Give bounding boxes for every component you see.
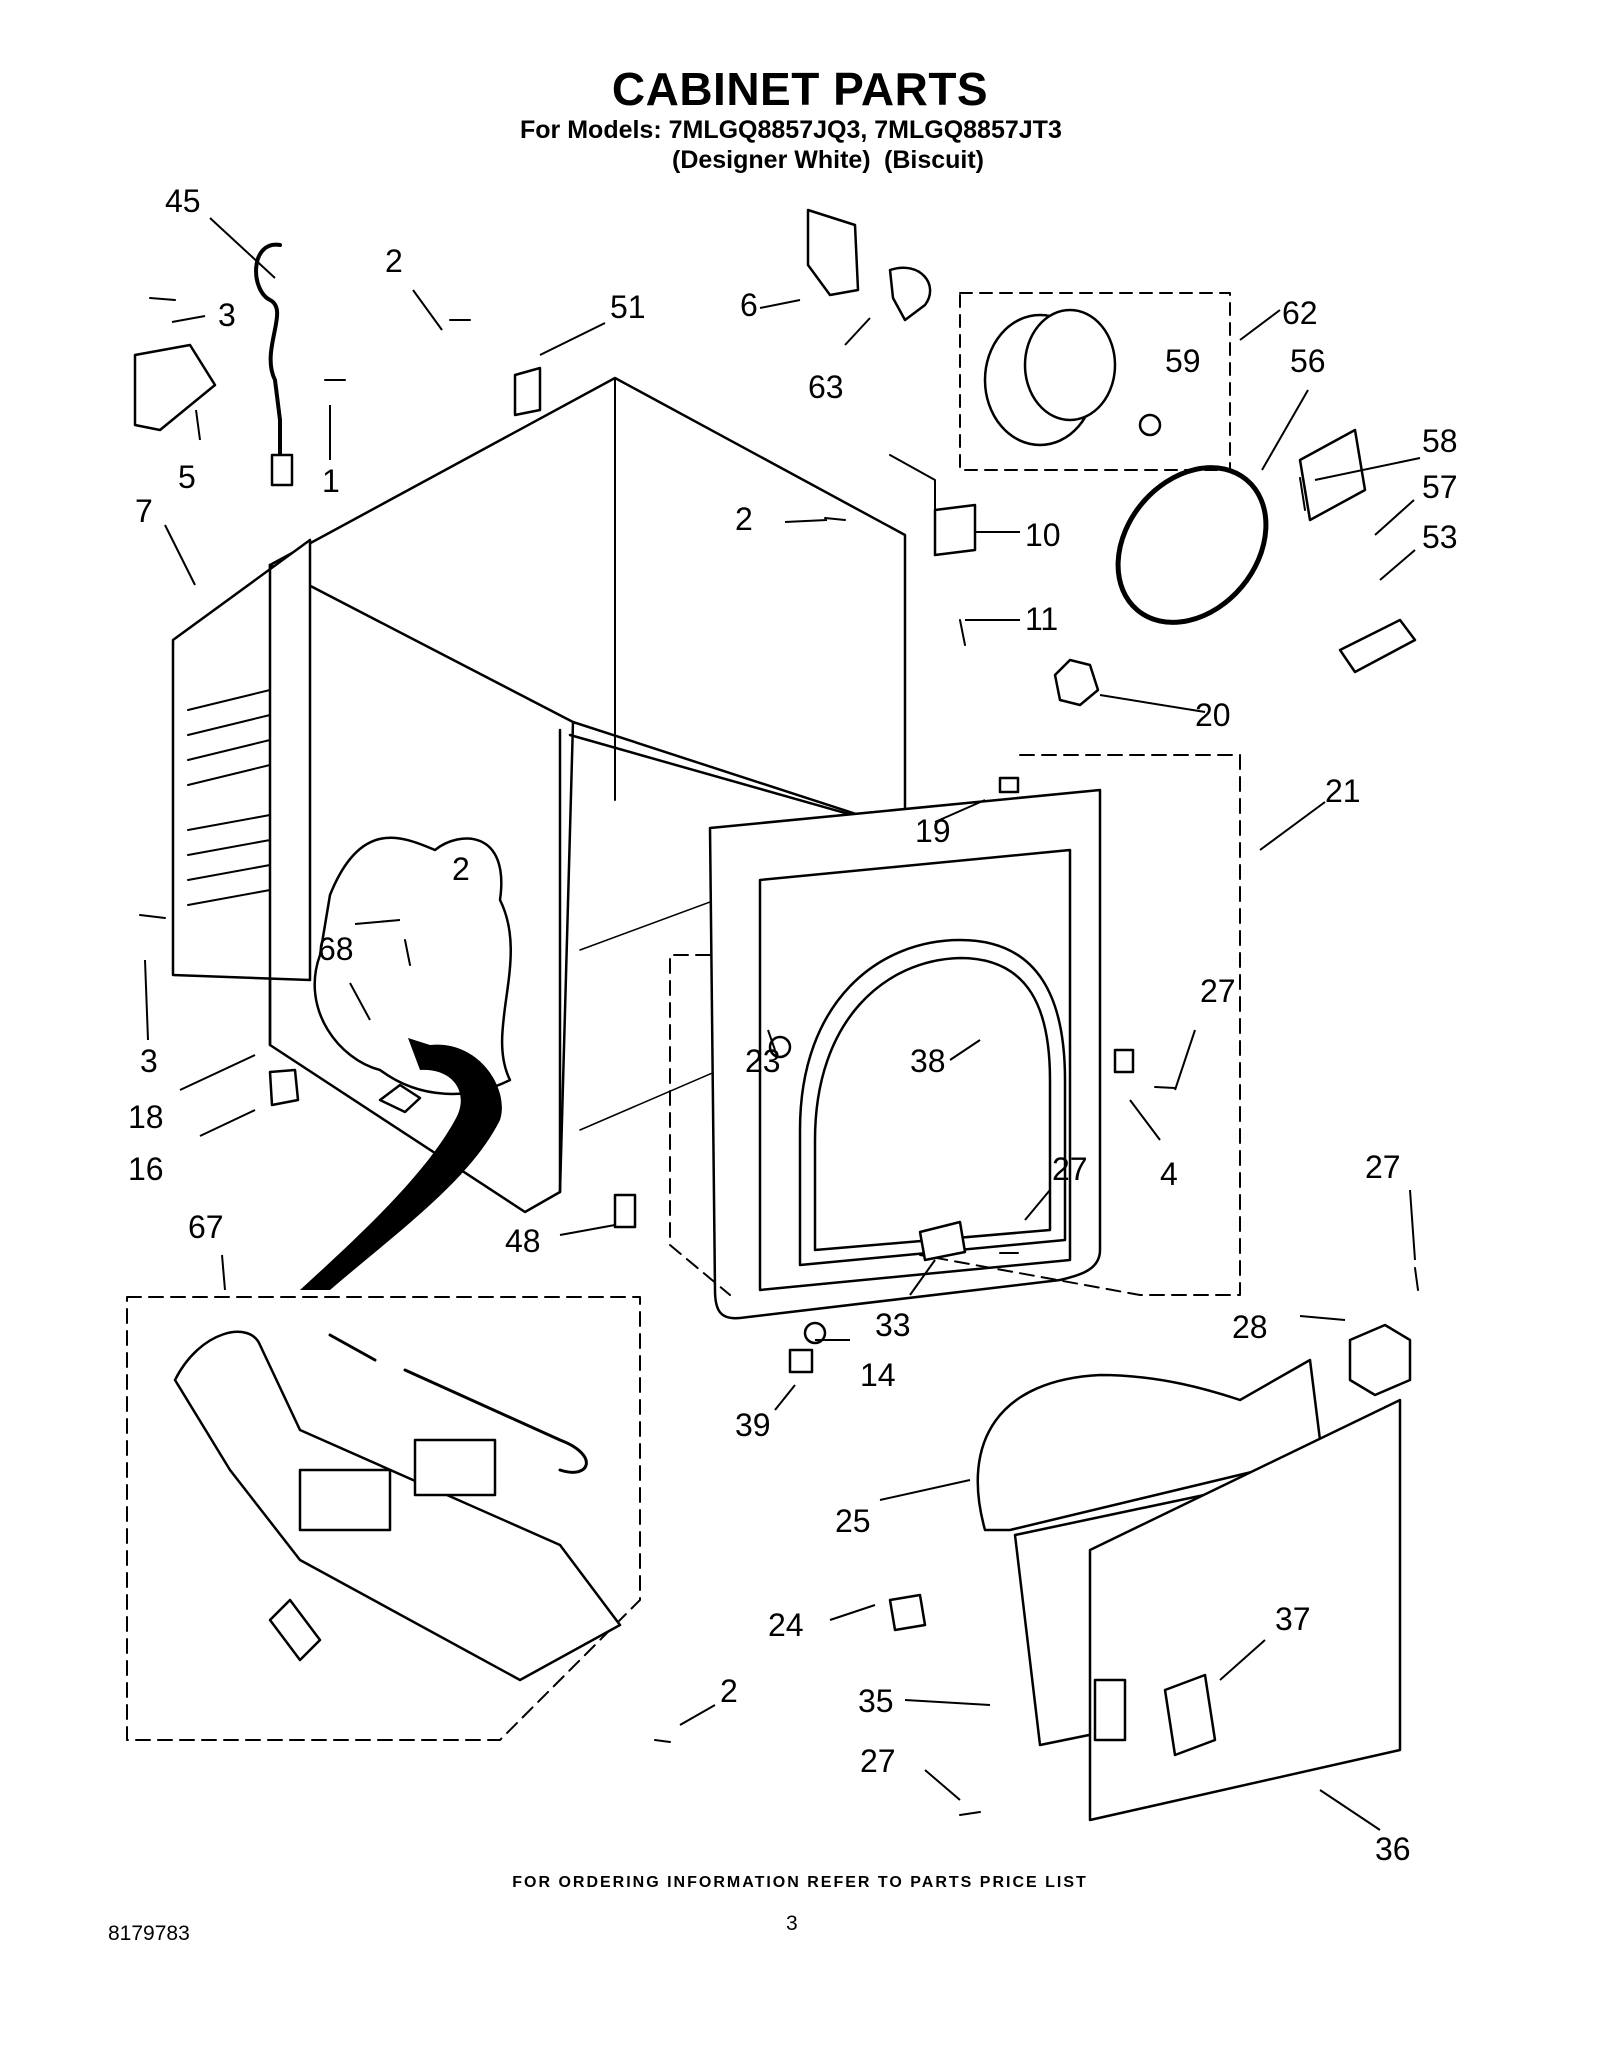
callout-4: 4	[1160, 1156, 1178, 1192]
callout-7: 7	[135, 493, 153, 529]
callout-2: 2	[735, 501, 753, 537]
clip-39	[788, 1348, 814, 1374]
bracket-57	[1298, 428, 1367, 522]
callout-10: 10	[1025, 517, 1061, 553]
burner-dashed-box	[126, 1296, 641, 1741]
assembly-arrow	[300, 1038, 502, 1290]
callout-59: 59	[1165, 343, 1201, 379]
front-panel	[708, 788, 1102, 1320]
callout-33: 33	[875, 1307, 911, 1343]
bracket-6	[806, 208, 860, 297]
callout-45: 45	[165, 183, 201, 219]
callout-53: 53	[1422, 519, 1458, 555]
callout-28: 28	[1232, 1309, 1268, 1345]
door-assembly	[976, 1358, 1402, 1822]
callout-21: 21	[1325, 773, 1361, 809]
callout-2: 2	[452, 851, 470, 887]
screws	[139, 297, 1419, 1816]
callout-48: 48	[505, 1223, 541, 1259]
clip-53	[1338, 618, 1417, 674]
front-panel-dashed-outline	[669, 754, 1241, 1296]
callout-labels: 45 3 2 51 5 1 7 6 63 62 59 56 58 57 53 2…	[128, 183, 1458, 1867]
clip-19	[998, 776, 1020, 794]
callout-25: 25	[835, 1503, 871, 1539]
ordering-note: FOR ORDERING INFORMATION REFER TO PARTS …	[512, 1874, 1088, 1891]
callout-27: 27	[860, 1743, 896, 1779]
wires-10	[889, 454, 936, 511]
callout-1: 1	[322, 463, 340, 499]
callout-27: 27	[1365, 1149, 1401, 1185]
latch-24	[888, 1593, 927, 1632]
cutaway-outline	[313, 836, 512, 1096]
foot-16	[268, 1068, 300, 1107]
callout-57: 57	[1422, 469, 1458, 505]
page-title: CABINET PARTS	[611, 63, 989, 115]
callout-63: 63	[808, 369, 844, 405]
clip-48	[613, 1193, 637, 1229]
hinge-28	[1348, 1323, 1412, 1397]
burner-assembly	[173, 1330, 622, 1682]
callout-39: 39	[735, 1407, 771, 1443]
callout-11: 11	[1025, 601, 1058, 637]
plug-14	[803, 1321, 827, 1345]
foot-20	[1053, 658, 1100, 707]
callout-23: 23	[745, 1043, 781, 1079]
cord-plug-45	[270, 453, 294, 487]
variant-designer-white: (Designer White)	[672, 146, 871, 174]
models-line: For Models: 7MLGQ8857JQ3, 7MLGQ8857JT3	[520, 116, 1062, 144]
power-cord-45	[254, 242, 282, 472]
bracket-51	[513, 366, 542, 417]
bracket-68	[378, 1083, 422, 1114]
callout-2: 2	[720, 1673, 738, 1709]
callout-18: 18	[128, 1099, 164, 1135]
callout-51: 51	[610, 289, 646, 325]
callout-67: 67	[188, 1209, 224, 1245]
callout-56: 56	[1290, 343, 1326, 379]
callout-68: 68	[318, 931, 354, 967]
callout-27: 27	[1052, 1151, 1088, 1187]
callout-58: 58	[1422, 423, 1458, 459]
motor-62	[983, 308, 1162, 447]
leader-lines	[144, 217, 1421, 1831]
callout-14: 14	[860, 1357, 896, 1393]
document-number: 8179783	[108, 1922, 190, 1945]
belt-56	[1115, 465, 1269, 625]
clip-33	[918, 1220, 967, 1262]
page-number: 3	[786, 1912, 798, 1935]
callout-3: 3	[218, 297, 236, 333]
callout-36: 36	[1375, 1831, 1411, 1867]
callout-19: 19	[915, 813, 951, 849]
callout-24: 24	[768, 1607, 804, 1643]
callout-5: 5	[178, 459, 196, 495]
switch-10	[933, 503, 977, 557]
plug-23	[768, 1035, 792, 1059]
callout-2: 2	[385, 243, 403, 279]
callout-20: 20	[1195, 697, 1231, 733]
bracket-63	[888, 266, 932, 322]
callout-37: 37	[1275, 1601, 1311, 1637]
callout-27: 27	[1200, 973, 1236, 1009]
callout-3: 3	[140, 1043, 158, 1079]
callout-16: 16	[128, 1151, 164, 1187]
callout-6: 6	[740, 287, 758, 323]
callout-38: 38	[910, 1043, 946, 1079]
plate-4	[1113, 1048, 1135, 1074]
callout-62: 62	[1282, 295, 1318, 331]
bracket-5	[133, 343, 217, 432]
callout-35: 35	[858, 1683, 894, 1719]
variant-biscuit: (Biscuit)	[884, 146, 984, 174]
